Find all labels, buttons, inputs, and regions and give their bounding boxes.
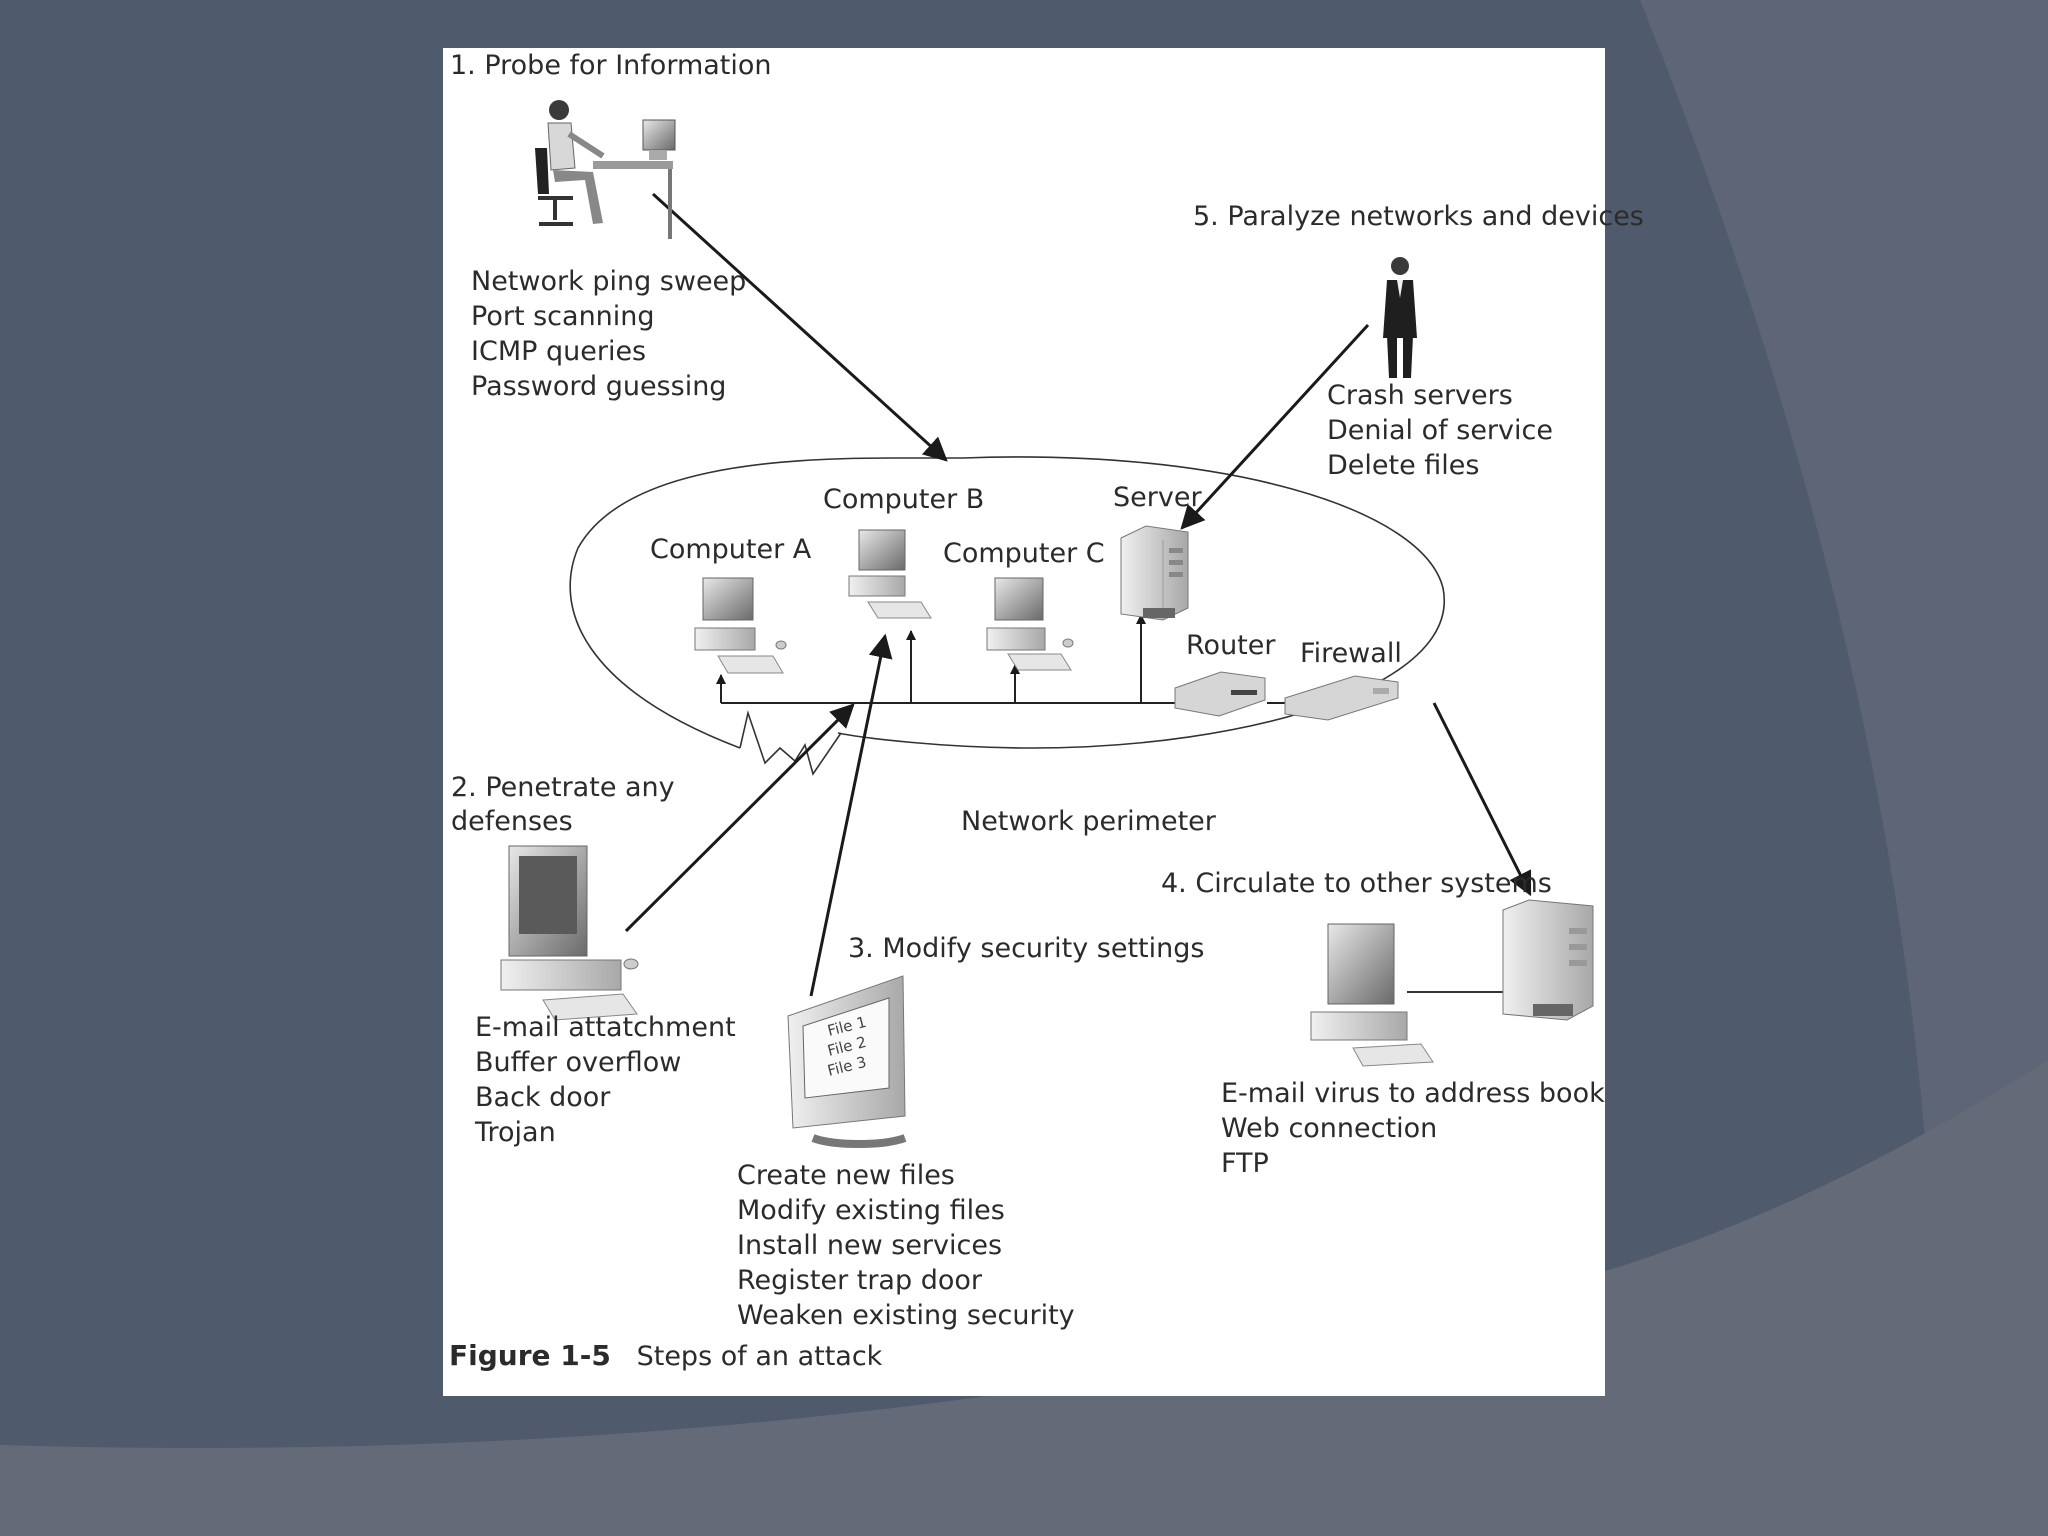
- perimeter-breach-zigzag: [739, 710, 842, 776]
- arrow-paralyze: [1180, 323, 1370, 530]
- step-4-list: E-mail virus to address book Web connect…: [1221, 1076, 1605, 1181]
- penetrate-computer-icon: [500, 845, 639, 1021]
- step-3-list: Create new files Modify existing files I…: [737, 1158, 1075, 1333]
- step-4-title: 4. Circulate to other systems: [1161, 868, 1552, 899]
- modify-monitor-icon: File 1 File 2 File 3: [787, 975, 907, 1148]
- list-item: ICMP queries: [471, 336, 647, 367]
- list-item: Crash servers: [1327, 380, 1513, 411]
- list-item: Weaken existing security: [737, 1300, 1075, 1331]
- figure-caption: Figure 1-5 Steps of an attack: [449, 1338, 882, 1374]
- list-item: Install new services: [737, 1230, 1003, 1261]
- step-3-title: 3. Modify security settings: [848, 933, 1205, 964]
- figure-title: Steps of an attack: [636, 1341, 883, 1372]
- computer-a-label: Computer A: [650, 534, 812, 565]
- list-item: FTP: [1221, 1148, 1269, 1179]
- step-5-title: 5. Paralyze networks and devices: [1193, 201, 1644, 232]
- arrow-probe: [651, 192, 948, 462]
- network-perimeter-ellipse: [569, 456, 1446, 749]
- step-1-list: Network ping sweep Port scanning ICMP qu…: [471, 264, 746, 404]
- background-swoosh-bottom: [0, 1060, 2048, 1536]
- attacker-standing-icon: [1383, 257, 1417, 378]
- server-label: Server: [1113, 482, 1202, 513]
- server-icon: [1120, 525, 1189, 621]
- list-item: E-mail virus to address book: [1221, 1078, 1605, 1109]
- computer-a-icon: [694, 577, 787, 674]
- step-2-list: E-mail attatchment Buffer overflow Back …: [475, 1010, 736, 1150]
- list-item: Web connection: [1221, 1113, 1438, 1144]
- computer-b-label: Computer B: [823, 484, 985, 515]
- arrow-circulate: [1432, 702, 1532, 897]
- computer-b-icon: [848, 529, 932, 619]
- step-1-title: 1. Probe for Information: [450, 50, 772, 81]
- arrow-modify: [809, 633, 893, 997]
- computer-c-label: Computer C: [943, 538, 1105, 569]
- list-item: Password guessing: [471, 371, 727, 402]
- list-item: Denial of service: [1327, 415, 1553, 446]
- attack-diagram: File 1 File 2 File 3: [500, 100, 1594, 1148]
- arrow-penetrate: [624, 703, 855, 933]
- router-icon: [1174, 671, 1266, 717]
- list-item: Create new files: [737, 1160, 955, 1191]
- list-item: Trojan: [475, 1117, 556, 1148]
- list-item: E-mail attatchment: [475, 1012, 736, 1043]
- list-item: Modify existing files: [737, 1195, 1005, 1226]
- list-item: Delete files: [1327, 450, 1480, 481]
- step-2-title-line-2: defenses: [451, 806, 573, 837]
- list-item: Port scanning: [471, 301, 655, 332]
- list-item: Register trap door: [737, 1265, 982, 1296]
- list-item: Buffer overflow: [475, 1047, 682, 1078]
- step-5-list: Crash servers Denial of service Delete f…: [1327, 378, 1553, 483]
- firewall-icon: [1284, 675, 1399, 721]
- firewall-label: Firewall: [1300, 638, 1402, 669]
- circulate-workstation-icon: [1310, 923, 1503, 1067]
- list-item: Back door: [475, 1082, 611, 1113]
- circulate-tower-icon: [1502, 899, 1594, 1021]
- attack-steps-figure: File 1 File 2 File 3 1. Probe for Inform…: [443, 48, 1644, 1396]
- network-perimeter-label: Network perimeter: [961, 806, 1216, 837]
- step-2-title-line-1: 2. Penetrate any: [451, 772, 675, 803]
- computer-c-icon: [986, 577, 1074, 671]
- attacker-at-desk-icon: [535, 100, 676, 239]
- router-label: Router: [1186, 630, 1276, 661]
- list-item: Network ping sweep: [471, 266, 747, 297]
- figure-number: Figure 1-5: [449, 1339, 611, 1372]
